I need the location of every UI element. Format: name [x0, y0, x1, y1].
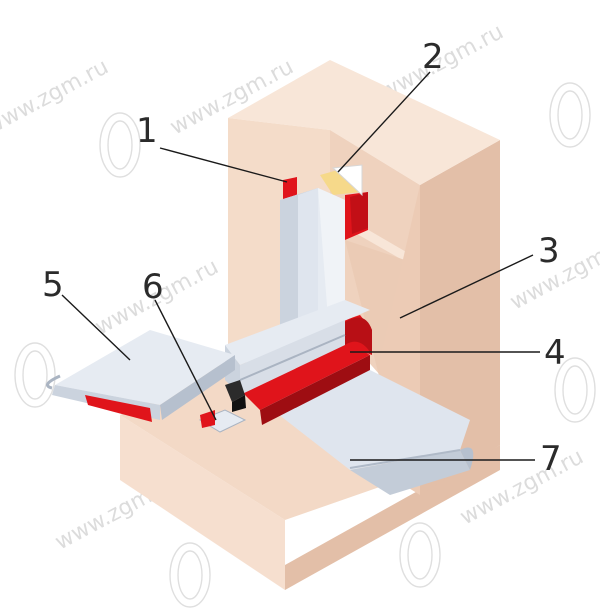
leader-line-3 — [399, 254, 534, 319]
seal-tape-4 — [235, 315, 372, 425]
leader-lines — [61, 71, 540, 461]
callout-3: 3 — [538, 231, 560, 271]
leader-line-2 — [337, 71, 431, 173]
callout-1: 1 — [136, 111, 158, 151]
leader-line-1 — [159, 147, 288, 183]
mounting-foam-2 — [320, 164, 363, 197]
callout-2: 2 — [422, 37, 444, 77]
callout-7: 7 — [540, 439, 562, 479]
seal-tape-1 — [283, 177, 368, 240]
support-plate-6 — [198, 409, 247, 433]
callout-5: 5 — [42, 265, 64, 305]
callout-labels: 1 2 3 4 5 6 7 — [42, 37, 566, 479]
watermark-text: www.zgm.ru — [0, 54, 113, 140]
watermark-emblem-icon — [14, 82, 596, 608]
leader-line-5 — [61, 294, 131, 361]
window-frame — [225, 188, 370, 412]
exterior-ebb-5 — [46, 330, 235, 422]
callout-4: 4 — [544, 333, 566, 373]
callout-6: 6 — [142, 267, 164, 307]
leader-line-6 — [154, 299, 217, 421]
